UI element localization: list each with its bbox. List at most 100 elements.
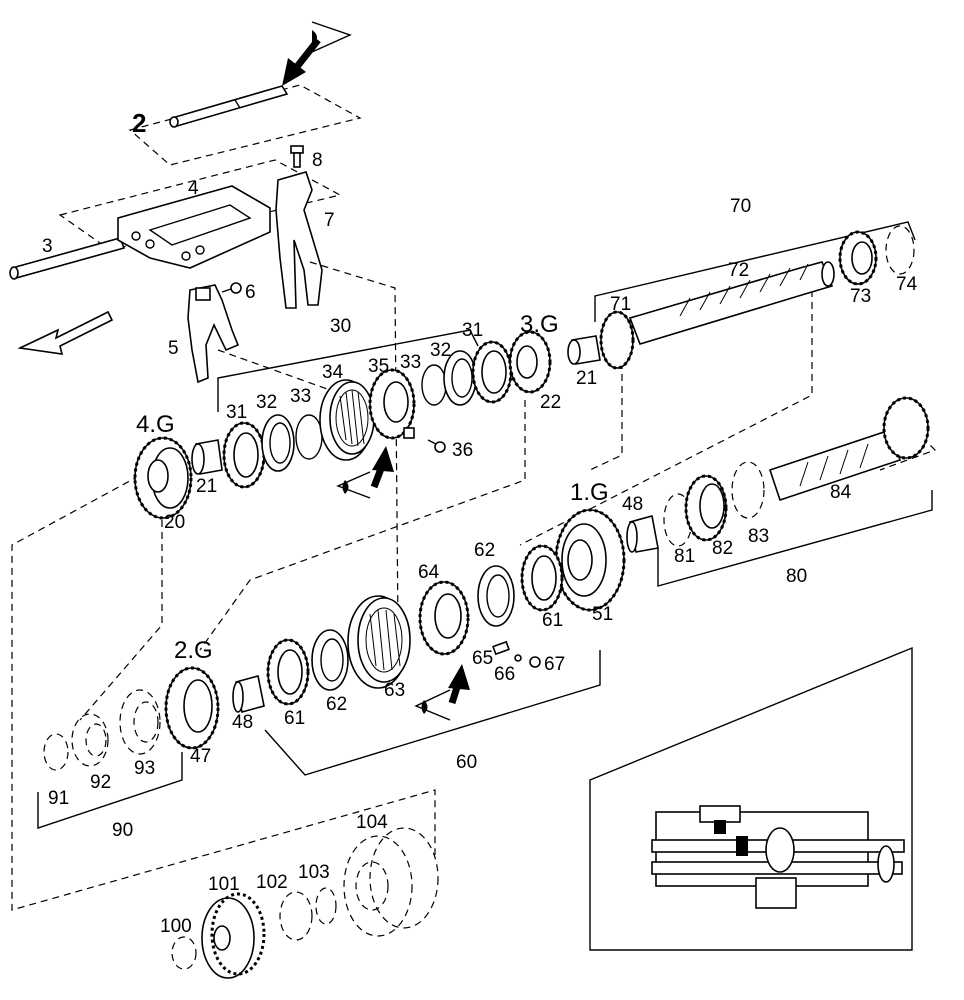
- label-72: 72: [728, 260, 749, 281]
- label-61a: 61: [542, 610, 563, 631]
- label-3: 3: [42, 236, 53, 257]
- shift-fork-7: [275, 171, 323, 309]
- needle-bearing-48b: [232, 675, 265, 713]
- label-80: 80: [786, 566, 807, 587]
- label-102: 102: [256, 872, 288, 893]
- gear-104: [343, 827, 439, 937]
- selector-rod-3: [9, 237, 126, 280]
- label-20: 20: [164, 512, 185, 533]
- bracket-plane-outline: [58, 159, 342, 251]
- view-eye-icon: [311, 21, 352, 53]
- gear-label-3g: 3.G: [520, 311, 559, 338]
- gear-20: [133, 436, 193, 520]
- label-35: 35: [368, 356, 389, 377]
- rod-plane-outline: [128, 84, 362, 166]
- label-31a: 31: [226, 402, 247, 423]
- bolt-6: [221, 282, 242, 294]
- label-34: 34: [322, 362, 344, 383]
- washer-83: [731, 461, 765, 519]
- label-33a: 33: [290, 386, 311, 407]
- label-103: 103: [298, 862, 330, 883]
- label-8: 8: [312, 150, 323, 171]
- output-shaft-84: [768, 396, 930, 502]
- label-62a: 62: [474, 540, 495, 561]
- label-31b: 31: [462, 320, 483, 341]
- label-22: 22: [540, 392, 561, 413]
- gear4-guide-line: [79, 520, 163, 721]
- label-62b: 62: [326, 694, 347, 715]
- label-84: 84: [830, 482, 852, 503]
- label-70: 70: [730, 196, 751, 217]
- main-shaft-72: [599, 261, 835, 370]
- label-32a: 32: [256, 392, 277, 413]
- sliding-sleeve-34: [319, 379, 375, 461]
- bracket-80: [657, 490, 933, 587]
- ring-103: [315, 887, 337, 925]
- direction-arrow-icon: [17, 310, 114, 355]
- label-21b: 21: [576, 368, 597, 389]
- label-48b: 48: [232, 712, 253, 733]
- bracket-60: [264, 650, 601, 776]
- label-104: 104: [356, 812, 388, 833]
- synchro-ring-61a: [520, 544, 564, 612]
- inset-section-view: [589, 646, 913, 951]
- label-93: 93: [134, 758, 155, 779]
- cone-ring-62a: [477, 565, 515, 627]
- part-93: [119, 689, 161, 755]
- label-64: 64: [418, 562, 440, 583]
- needle-bearing-48a: [626, 514, 659, 553]
- gear-47: [164, 666, 220, 750]
- bracket-30: [217, 329, 479, 412]
- detent-parts-65-67: [492, 640, 541, 668]
- label-83: 83: [748, 526, 769, 547]
- sliding-sleeve-63: [347, 595, 411, 689]
- label-65: 65: [472, 648, 493, 669]
- gear-51: [554, 508, 626, 612]
- label-71: 71: [610, 294, 631, 315]
- label-100: 100: [160, 916, 192, 937]
- label-48a: 48: [622, 494, 643, 515]
- label-6: 6: [245, 282, 256, 303]
- label-81: 81: [674, 546, 695, 567]
- seal-102: [279, 891, 313, 941]
- gear-label-1g: 1.G: [570, 479, 609, 506]
- bearing-73: [838, 230, 878, 286]
- bracket-70: [594, 221, 916, 322]
- label-4: 4: [188, 178, 199, 199]
- needle-bearing-21a: [191, 439, 223, 475]
- shift-fork-5: [187, 284, 240, 384]
- label-91: 91: [48, 788, 69, 809]
- synchro-hub-35: [368, 368, 416, 440]
- label-21a: 21: [196, 476, 217, 497]
- synchro-ring-61b: [266, 638, 310, 706]
- fork7-guide-line: [309, 261, 399, 631]
- view-eye-icon: [336, 471, 371, 499]
- arrow-icon: [370, 446, 394, 489]
- arrow-icon: [282, 37, 321, 86]
- bolt-8: [290, 145, 304, 168]
- snap-ring-33a: [295, 414, 323, 460]
- label-51: 51: [592, 604, 613, 625]
- label-33b: 33: [400, 352, 421, 373]
- cone-ring-32a: [261, 414, 295, 472]
- gear-label-4g: 4.G: [136, 411, 175, 438]
- fork5-guide-line: [217, 349, 331, 391]
- label-74: 74: [896, 274, 918, 295]
- bracket-90: [37, 752, 183, 829]
- label-47: 47: [190, 746, 211, 767]
- flange-101: [201, 892, 266, 979]
- label-7: 7: [324, 210, 335, 231]
- view-eye-icon: [414, 689, 451, 721]
- label-30: 30: [330, 316, 351, 337]
- label-66: 66: [494, 664, 515, 685]
- label-101: 101: [208, 874, 240, 895]
- snap-ring-33b: [421, 364, 447, 406]
- nut-100: [171, 936, 197, 970]
- gear3-guide-line: [199, 400, 526, 651]
- part-91: [43, 733, 69, 771]
- label-32b: 32: [430, 340, 451, 361]
- label-90: 90: [112, 820, 133, 841]
- washer-74: [885, 225, 915, 275]
- cone-ring-62b: [311, 629, 349, 691]
- part-92: [71, 713, 109, 767]
